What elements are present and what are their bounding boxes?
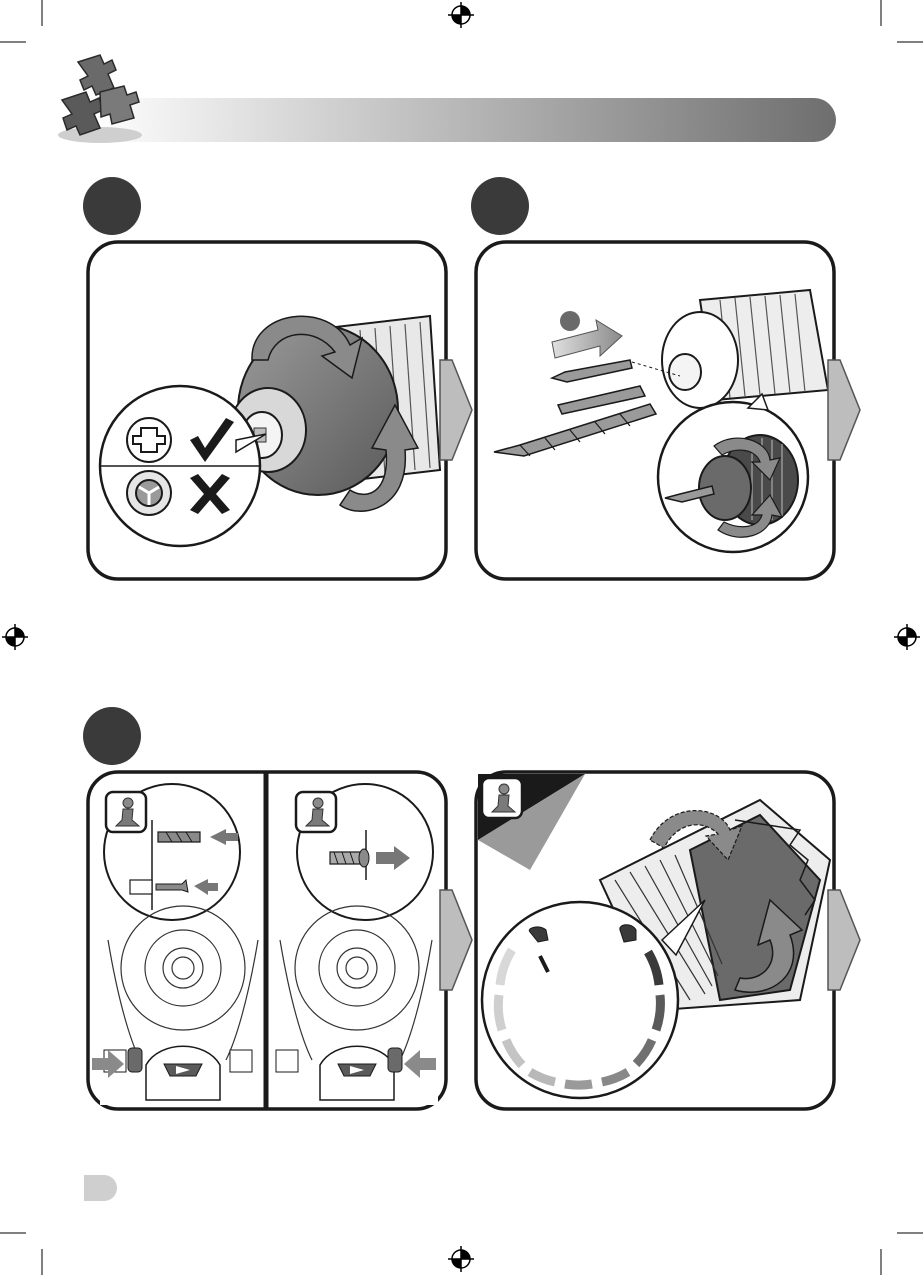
page-number-tab xyxy=(84,1175,117,1201)
registration-crosshair-icon xyxy=(448,1246,474,1272)
panel-chuck-rotation xyxy=(88,242,472,579)
info-figure-icon xyxy=(106,792,146,832)
step-badge-2 xyxy=(471,177,529,235)
panel-direction-selector xyxy=(88,772,472,1109)
drill-rear-left xyxy=(92,906,262,1105)
puzzle-pieces-icon xyxy=(58,55,142,143)
drill-rear-right xyxy=(272,906,438,1105)
info-figure-icon xyxy=(482,778,522,818)
registration-crosshair-icon xyxy=(448,2,474,28)
step-badge-3 xyxy=(83,707,141,765)
registration-crosshair-icon xyxy=(2,624,28,650)
step-badge-1 xyxy=(83,177,141,235)
panel-torque-setting xyxy=(476,772,860,1109)
registration-crosshair-icon xyxy=(894,624,920,650)
panel-bit-insertion xyxy=(476,242,860,579)
info-figure-icon xyxy=(296,792,336,832)
header-band xyxy=(58,55,836,143)
substep-bullet-1 xyxy=(560,311,580,331)
